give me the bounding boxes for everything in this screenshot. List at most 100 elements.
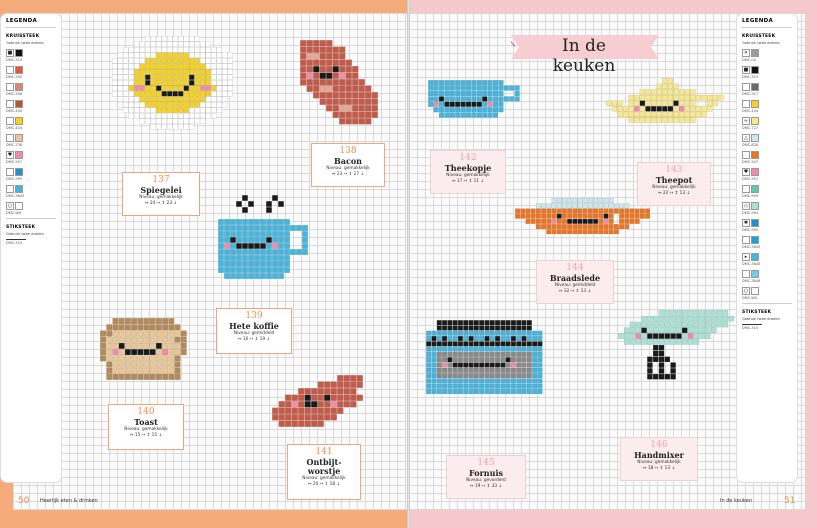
stitch	[505, 330, 511, 336]
stitch	[447, 383, 453, 389]
project-size: ↔ 20 ↦ ↕ 18 ↓	[307, 482, 341, 487]
stitch	[313, 66, 320, 73]
swatch-code: DMC-317	[742, 92, 759, 96]
stitch	[118, 336, 125, 343]
stitch	[495, 346, 501, 352]
stitch	[503, 96, 509, 102]
stitch	[178, 47, 184, 53]
stitch	[227, 74, 233, 80]
stitch	[667, 78, 674, 84]
stitch	[535, 203, 541, 209]
stitch	[117, 96, 123, 102]
stitch	[447, 336, 453, 342]
stitch	[603, 203, 609, 209]
stitch	[189, 58, 195, 64]
stitch	[352, 92, 359, 99]
swatch-color	[751, 134, 759, 142]
stitch	[137, 318, 144, 325]
stitch	[710, 315, 717, 322]
stitch	[291, 407, 298, 414]
stitch	[484, 373, 490, 379]
stitch	[300, 40, 307, 47]
swatch-symbol: ■	[6, 49, 14, 57]
stitch	[608, 198, 614, 204]
stitch	[455, 90, 461, 97]
stitch	[216, 80, 222, 86]
swatch-color	[15, 134, 23, 142]
stitch	[505, 362, 511, 368]
stitch	[465, 101, 472, 107]
stitch	[431, 373, 437, 379]
stitch	[664, 373, 671, 380]
swatch-row: ■DMC-310	[742, 66, 792, 79]
stitch	[484, 367, 490, 373]
stitch	[306, 85, 313, 92]
roasting-pan-motif	[515, 198, 651, 258]
stitch	[242, 267, 248, 273]
stitch	[532, 341, 538, 347]
stitch	[178, 52, 184, 58]
stitch	[189, 69, 195, 75]
stitch	[447, 373, 453, 379]
stitch	[211, 102, 217, 108]
stitch	[710, 327, 717, 334]
stitch	[183, 91, 189, 97]
legend-divider	[6, 27, 56, 28]
stitch	[178, 58, 184, 64]
stitch	[515, 213, 521, 219]
stitch	[304, 388, 311, 395]
stitch	[128, 96, 134, 102]
stitch	[479, 378, 485, 384]
stitch	[705, 315, 711, 322]
stitch	[516, 341, 522, 347]
stitch	[510, 362, 516, 368]
stitch	[205, 102, 211, 108]
swatch-row: ○DMC-Wit	[742, 287, 792, 300]
stitch	[473, 341, 479, 347]
stitch	[652, 356, 659, 363]
stitch	[178, 113, 184, 119]
stitch	[532, 336, 538, 342]
stitch	[145, 47, 151, 53]
project-size: ↔ 17 ↦ ↕ 11 ↓	[451, 179, 485, 184]
stitch	[319, 79, 326, 86]
stitch	[254, 237, 260, 243]
stitch	[128, 69, 134, 75]
stitch	[500, 378, 506, 384]
stitch	[541, 224, 547, 230]
stitch	[664, 333, 671, 339]
stitch	[455, 107, 461, 113]
stitch	[516, 351, 522, 357]
stitch	[667, 117, 674, 123]
stitch	[577, 208, 583, 214]
project-level: Niveau: gemakkelijk	[652, 185, 696, 190]
stitch	[131, 330, 138, 337]
swatch-color	[751, 168, 759, 176]
project-card: 143 Theepot Niveau: gemakkelijk ↔ 22 ↦ ↕…	[637, 162, 711, 206]
stitch	[431, 383, 437, 389]
stitch	[272, 231, 278, 237]
stitch	[139, 113, 145, 119]
stitch	[495, 389, 501, 395]
stitch	[150, 47, 156, 53]
stitch	[561, 213, 567, 219]
stitch	[278, 255, 284, 261]
backstitch-line	[6, 239, 26, 240]
swatch-row: △DMC-828	[742, 134, 792, 147]
stitch	[641, 315, 647, 322]
stitch	[306, 59, 313, 66]
stitch	[505, 367, 511, 373]
backstitch-note: Gebruik twee draden	[742, 317, 780, 321]
stitch	[128, 74, 134, 80]
swatch-symbol	[6, 66, 14, 74]
stitch	[556, 203, 562, 209]
stitch	[180, 342, 187, 349]
stitch	[167, 36, 173, 42]
stitch	[505, 351, 511, 357]
stitch	[205, 52, 211, 58]
stitch	[572, 208, 578, 214]
stitch	[463, 367, 469, 373]
stitch	[161, 102, 167, 108]
stitch	[457, 367, 463, 373]
stitch	[635, 321, 642, 328]
